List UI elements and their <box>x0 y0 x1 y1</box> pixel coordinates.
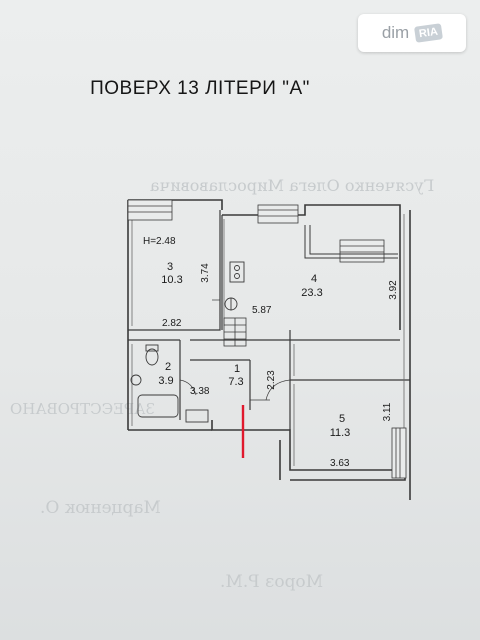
room-4-number: 4 <box>311 273 317 285</box>
sink <box>130 374 142 386</box>
room-3-number: 3 <box>167 261 173 273</box>
bathtub <box>137 394 179 418</box>
bathroom-fixtures <box>130 344 209 423</box>
dimension-label: 3.63 <box>330 458 350 469</box>
toilet <box>145 348 159 366</box>
window <box>127 199 173 221</box>
window <box>391 427 407 479</box>
watermark-brand-text: dim <box>381 23 410 42</box>
balcony <box>304 225 398 259</box>
dimension-label: 5.87 <box>252 305 272 316</box>
dimension-label: 2.82 <box>162 318 182 329</box>
room-3-area: 10.3 <box>161 274 182 286</box>
room-1-area: 7.3 <box>228 376 243 388</box>
dimension-label: 3.92 <box>388 280 399 300</box>
room-2-number: 2 <box>165 361 171 373</box>
dimria-watermark: dim RIA <box>358 14 466 52</box>
page-title: ПОВЕРХ 13 ЛІТЕРИ "А" <box>90 78 310 99</box>
dimension-label: 3.38 <box>190 386 210 397</box>
window <box>339 239 385 263</box>
wall-thickness <box>131 204 405 466</box>
room-1-number: 1 <box>234 363 240 375</box>
room-5-area: 11.3 <box>330 427 351 439</box>
kitchen-fixtures <box>224 261 245 311</box>
shaft <box>223 317 247 347</box>
room-4-area: 23.3 <box>301 287 322 299</box>
dimension-label: 2.23 <box>266 370 277 390</box>
doors <box>179 299 291 401</box>
window <box>257 204 299 224</box>
dimension-label: 3.11 <box>382 402 393 421</box>
dimension-label: 3.74 <box>200 263 211 283</box>
room-2-area: 3.9 <box>158 375 173 387</box>
ceiling-height: H=2.48 <box>143 236 176 247</box>
room-5-number: 5 <box>339 413 345 425</box>
windows <box>127 199 407 479</box>
